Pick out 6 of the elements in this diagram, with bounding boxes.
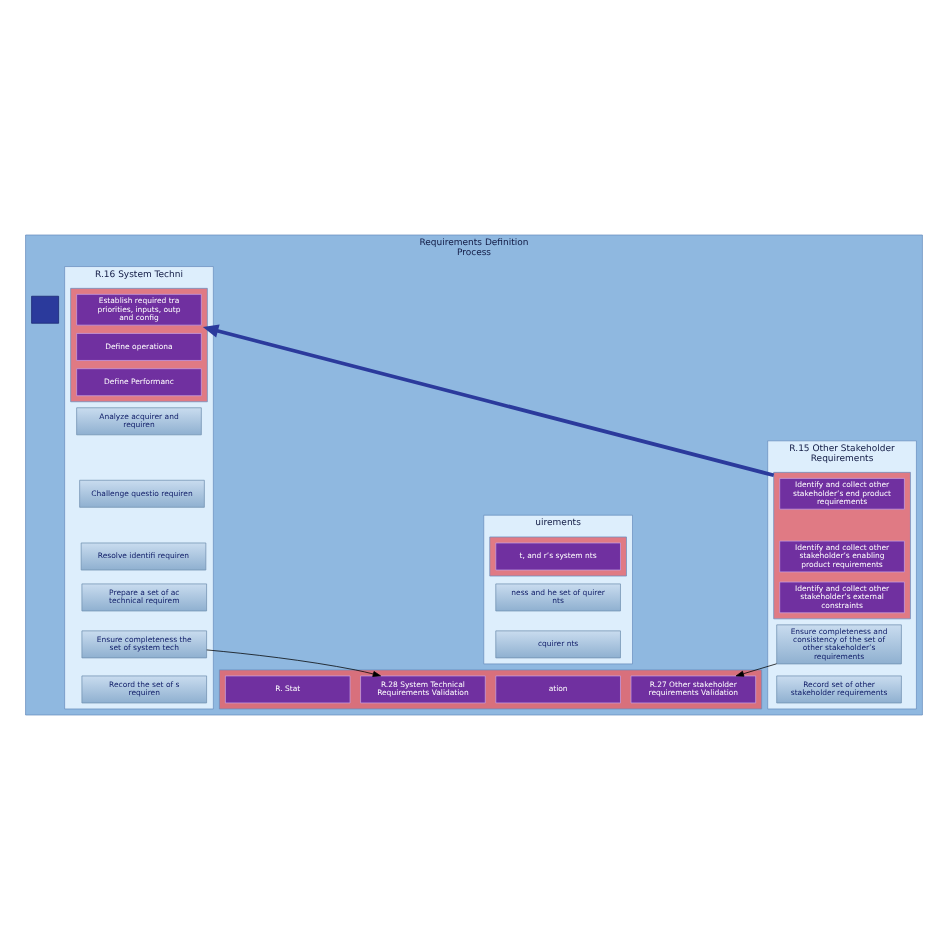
arrow xyxy=(202,323,775,477)
arrow xyxy=(735,662,777,676)
node-plus xyxy=(31,294,59,323)
cluster xyxy=(773,471,911,619)
arrow xyxy=(206,648,381,676)
cluster xyxy=(70,286,208,402)
